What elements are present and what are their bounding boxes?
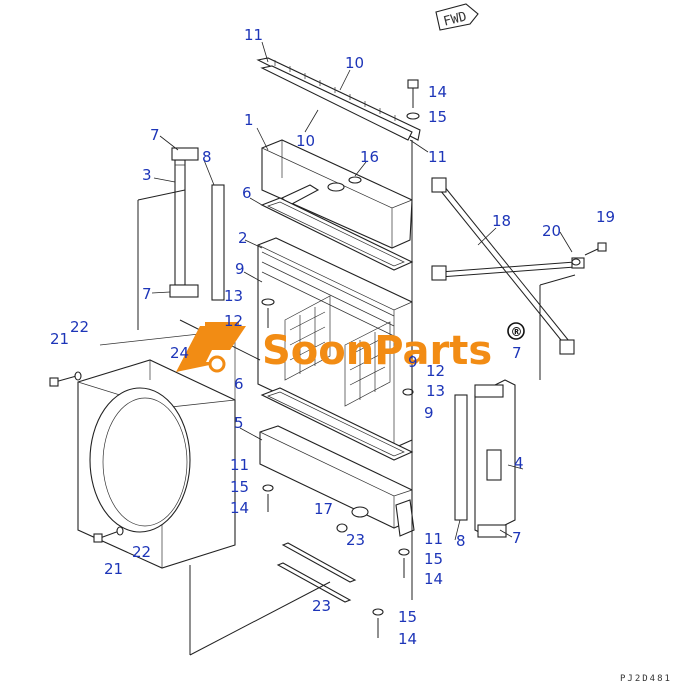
callout-6: 6 <box>234 375 244 393</box>
callout-8: 8 <box>202 148 212 166</box>
drain-plug <box>336 523 348 533</box>
bracket-lower-right <box>477 524 507 538</box>
bolt-bottom-right <box>372 548 410 638</box>
callout-9: 9 <box>408 353 418 371</box>
callout-11: 11 <box>428 148 447 166</box>
callout-14: 14 <box>424 570 443 588</box>
callout-15: 15 <box>424 550 443 568</box>
callout-1: 1 <box>244 111 254 129</box>
callout-9: 9 <box>235 260 245 278</box>
assembly-reference-lines <box>137 140 576 656</box>
bracket-upper-left <box>171 147 199 161</box>
soonparts-watermark: SoonParts ® <box>176 322 525 374</box>
callout-22: 22 <box>70 318 89 336</box>
callout-14: 14 <box>428 83 447 101</box>
drawing-code: PJ2D481 <box>620 674 672 684</box>
callout-17: 17 <box>314 500 333 518</box>
callout-15: 15 <box>428 108 447 126</box>
core-fin-mesh <box>284 295 391 407</box>
callout-8: 8 <box>456 532 466 550</box>
forward-direction-arrow: FWD <box>435 3 479 31</box>
callout-18: 18 <box>492 212 511 230</box>
callout-16: 16 <box>360 148 379 166</box>
callout-12: 12 <box>224 312 243 330</box>
callout-10: 10 <box>345 54 364 72</box>
callout-19: 19 <box>596 208 615 226</box>
bottom-strip-upper <box>281 542 357 583</box>
bracket-lower-left <box>169 284 199 298</box>
callout-labels: 11 10 10 11 14 15 1 16 7 8 3 6 18 19 20 … <box>50 26 615 648</box>
callout-23: 23 <box>312 597 331 615</box>
callout-leaders <box>151 41 573 541</box>
callout-4: 4 <box>514 454 524 472</box>
callout-14: 14 <box>398 630 417 648</box>
bolt-center <box>261 298 414 512</box>
callout-23: 23 <box>346 531 365 549</box>
callout-7: 7 <box>142 285 152 303</box>
callout-20: 20 <box>542 222 561 240</box>
left-side-support <box>169 147 225 301</box>
top-seal-strip <box>256 57 421 141</box>
forward-label: FWD <box>442 9 469 29</box>
callout-11: 11 <box>230 456 249 474</box>
bolt-shroud-lower <box>93 526 124 543</box>
bracket-upper-right <box>474 384 504 398</box>
right-side-support <box>454 379 516 538</box>
callout-13: 13 <box>224 287 243 305</box>
callout-14: 14 <box>230 499 249 517</box>
bolt-shroud-upper <box>49 371 82 387</box>
callout-7: 7 <box>512 344 522 362</box>
callout-7: 7 <box>150 126 160 144</box>
callout-10: 10 <box>296 132 315 150</box>
callout-2: 2 <box>238 229 248 247</box>
callout-7: 7 <box>512 529 522 547</box>
callout-24: 24 <box>170 344 189 362</box>
radiator-top-tank <box>261 139 413 249</box>
callout-6: 6 <box>242 184 252 202</box>
watermark-registered-mark: ® <box>511 325 523 339</box>
callout-11: 11 <box>244 26 263 44</box>
callout-3: 3 <box>142 166 152 184</box>
callout-9: 9 <box>424 404 434 422</box>
callout-21: 21 <box>104 560 123 578</box>
callout-21: 21 <box>50 330 69 348</box>
callout-13: 13 <box>426 382 445 400</box>
bolt-top <box>406 79 420 120</box>
callout-15: 15 <box>230 478 249 496</box>
callout-22: 22 <box>132 543 151 561</box>
bottom-strip-lower <box>276 562 352 603</box>
fan-shroud <box>77 329 236 569</box>
bolt-stay <box>571 242 607 266</box>
callout-15: 15 <box>398 608 417 626</box>
watermark-brand: SoonParts <box>262 328 492 374</box>
callout-12: 12 <box>426 362 445 380</box>
callout-11: 11 <box>424 530 443 548</box>
callout-5: 5 <box>234 414 244 432</box>
